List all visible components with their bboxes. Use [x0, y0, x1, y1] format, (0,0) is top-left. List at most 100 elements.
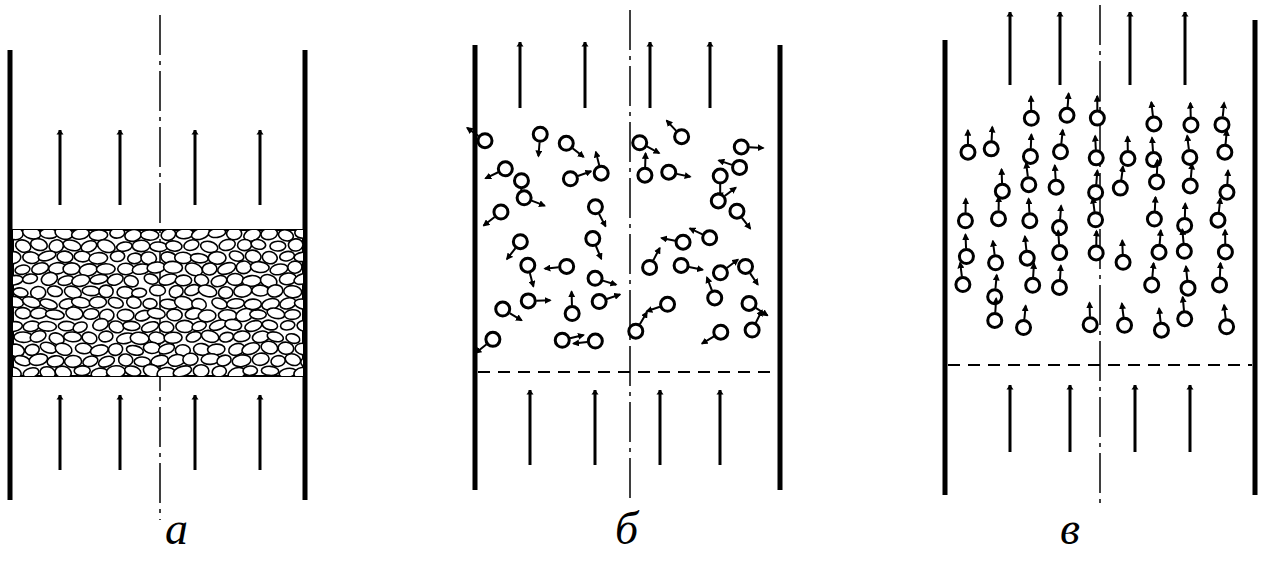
particle — [1184, 103, 1198, 132]
particle — [1150, 160, 1164, 189]
granule — [65, 306, 84, 321]
particle — [1220, 170, 1234, 199]
granule — [293, 366, 303, 376]
granule — [71, 230, 90, 240]
granule — [22, 273, 38, 285]
granule — [233, 284, 252, 299]
granule — [266, 306, 286, 320]
granule — [13, 320, 23, 332]
granule — [47, 285, 63, 298]
granule — [261, 366, 279, 376]
particle — [667, 121, 689, 144]
particle — [573, 334, 602, 348]
particle — [662, 165, 691, 179]
granule — [143, 272, 160, 286]
particle — [961, 130, 975, 159]
particle — [1213, 263, 1227, 292]
granule — [147, 307, 166, 320]
particle — [1089, 231, 1103, 260]
granule — [284, 309, 301, 320]
particle — [565, 292, 579, 321]
particle — [1145, 263, 1159, 292]
granule — [150, 242, 168, 252]
particle — [1178, 203, 1192, 232]
particle — [647, 297, 675, 311]
particle — [1026, 263, 1040, 292]
particle — [1017, 306, 1031, 335]
panel-letter: в — [1060, 506, 1080, 552]
particle — [521, 258, 535, 286]
granule — [63, 331, 81, 342]
particle — [734, 140, 763, 154]
particle — [1020, 236, 1034, 265]
particle — [1089, 136, 1103, 165]
granule — [172, 364, 193, 376]
particle — [1154, 308, 1168, 337]
particle — [1053, 206, 1067, 235]
particle — [1113, 166, 1127, 195]
granule — [15, 307, 31, 319]
particle — [1024, 96, 1038, 125]
particle — [1089, 170, 1103, 199]
granule — [227, 273, 243, 285]
granule — [226, 230, 241, 240]
granule — [166, 309, 182, 322]
particle — [486, 162, 513, 179]
granule — [226, 298, 245, 310]
particle — [521, 294, 550, 308]
granule — [39, 365, 57, 376]
particle — [988, 275, 1002, 304]
particle — [730, 204, 750, 228]
particle — [991, 197, 1005, 226]
particle — [742, 296, 767, 315]
particle — [1121, 137, 1135, 166]
granule — [83, 308, 100, 320]
granule — [89, 252, 108, 264]
particle — [690, 228, 717, 244]
granule — [132, 240, 150, 252]
particle — [1052, 266, 1066, 295]
granule — [252, 352, 270, 366]
tube-walls — [10, 20, 1255, 500]
granule — [294, 298, 303, 311]
particle — [956, 263, 970, 292]
granule — [123, 321, 140, 331]
particle — [1183, 136, 1197, 165]
particle — [1177, 229, 1191, 258]
granule — [270, 354, 286, 367]
granule — [37, 249, 57, 262]
particle — [1083, 303, 1097, 332]
particle — [588, 200, 605, 227]
particle — [586, 232, 602, 259]
granule — [75, 343, 92, 355]
granule — [165, 240, 182, 252]
granule — [208, 230, 226, 239]
granule — [176, 320, 194, 332]
granule — [22, 251, 40, 265]
particle — [719, 160, 747, 174]
axis-lines — [160, 5, 1100, 520]
particle — [1218, 130, 1232, 159]
granule — [294, 230, 303, 239]
particle — [545, 259, 574, 273]
granule — [218, 286, 233, 298]
particle — [1178, 297, 1192, 326]
granule — [28, 352, 49, 367]
panel-letter: а — [165, 506, 188, 552]
granule — [74, 251, 91, 263]
granule — [106, 365, 126, 376]
granule — [164, 332, 183, 344]
granule — [270, 241, 286, 251]
granule — [283, 285, 302, 299]
granule — [89, 273, 108, 285]
particle — [1183, 164, 1197, 193]
granule — [96, 264, 115, 275]
particle — [745, 310, 762, 337]
particle — [467, 128, 492, 148]
granule — [303, 285, 304, 296]
granule — [218, 238, 237, 253]
granule — [82, 286, 100, 297]
granule — [243, 366, 258, 376]
granule — [117, 309, 134, 321]
